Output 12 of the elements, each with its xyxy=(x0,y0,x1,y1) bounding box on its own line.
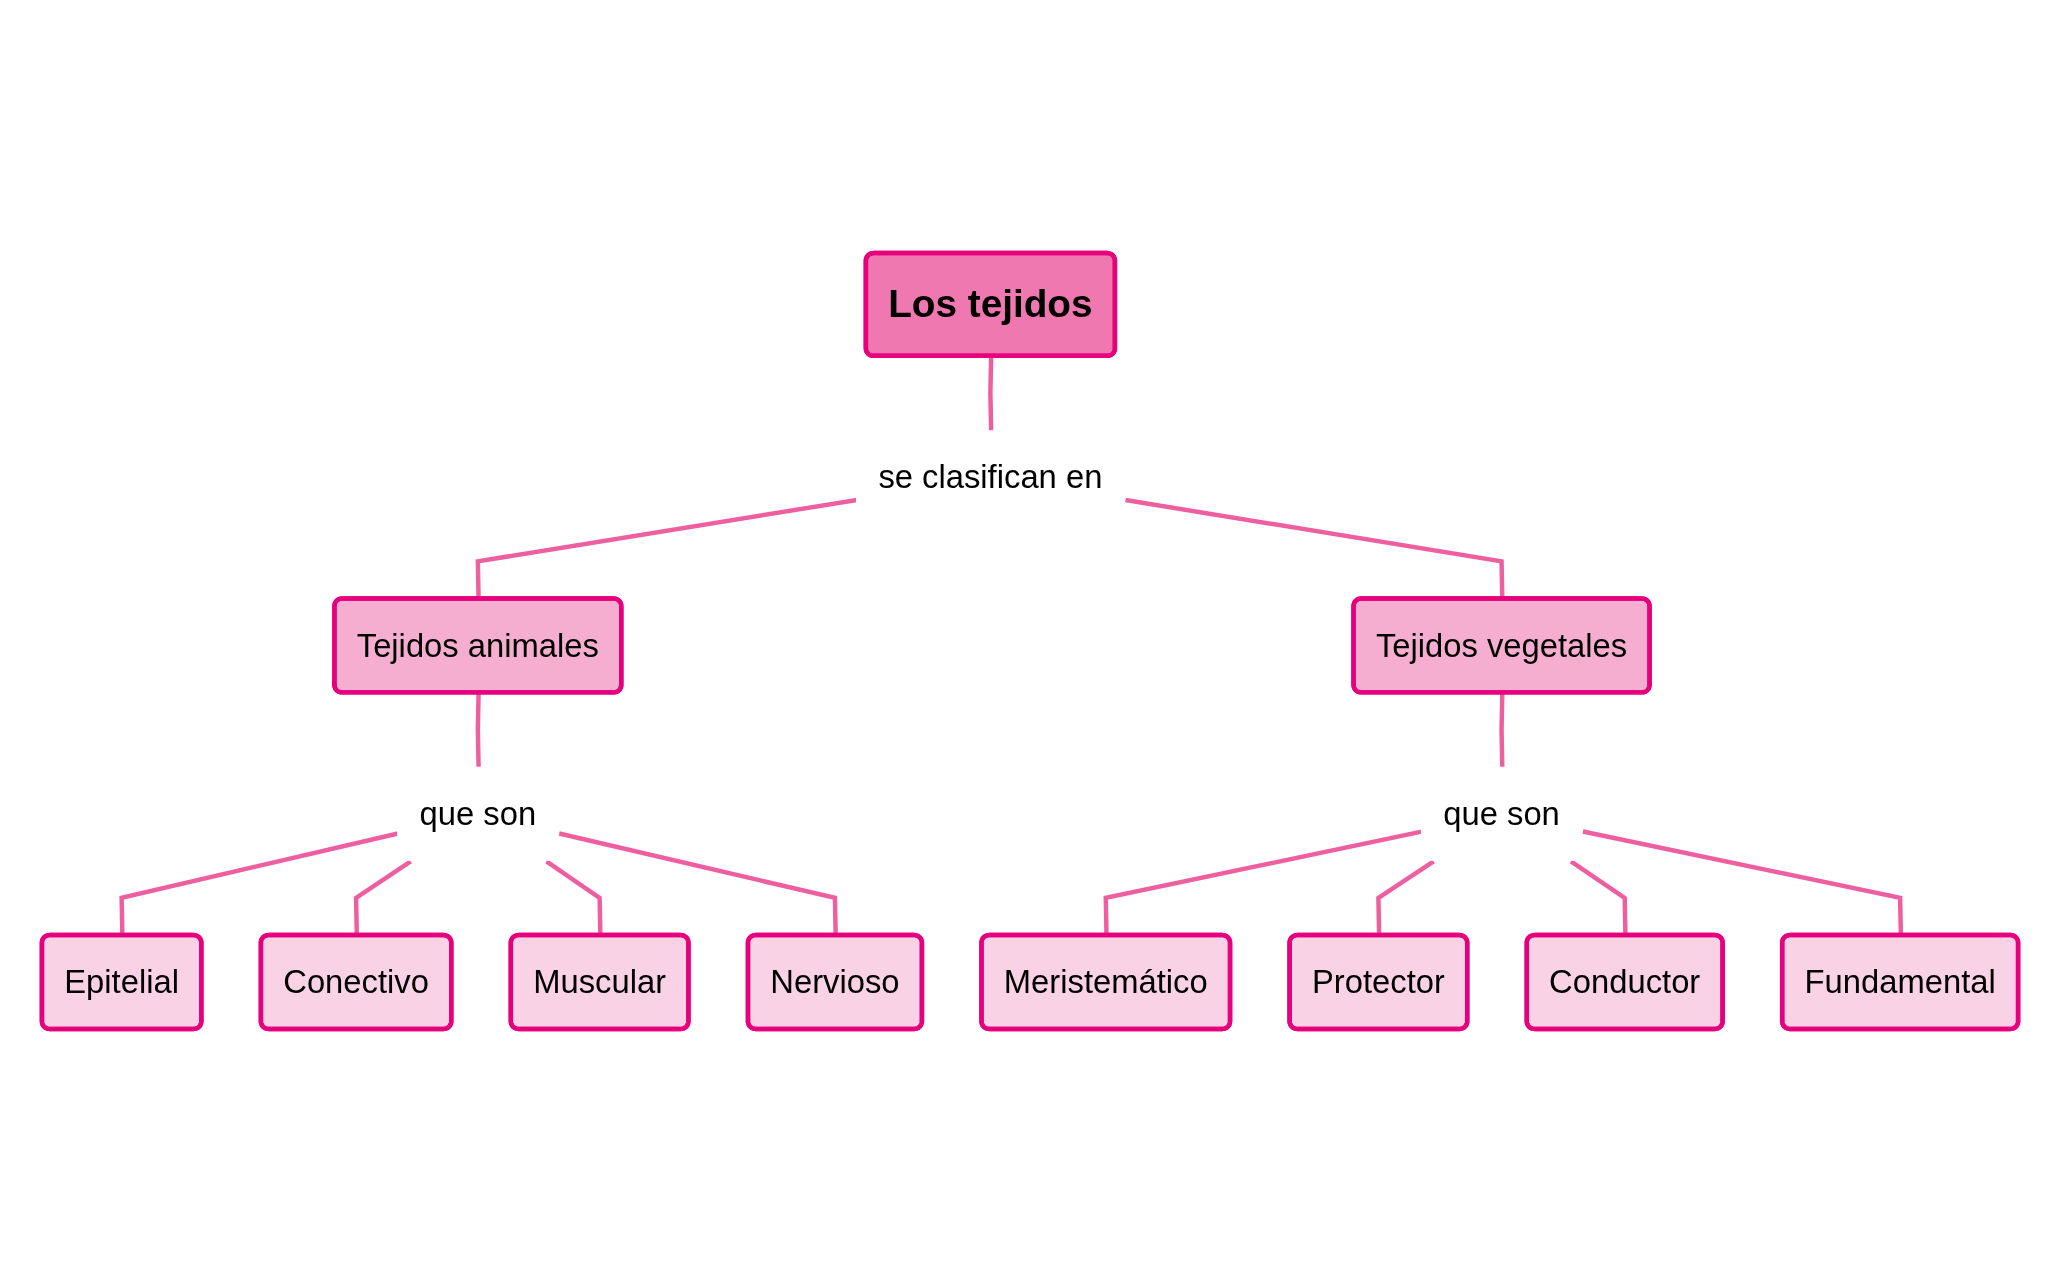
connector xyxy=(987,356,993,431)
connector xyxy=(353,859,412,936)
connector xyxy=(1498,692,1505,768)
connector xyxy=(558,830,838,936)
node-text: que son xyxy=(1442,794,1560,832)
connector xyxy=(544,859,603,936)
node-text: se clasifican en xyxy=(877,458,1102,496)
node-text: que son xyxy=(419,794,536,832)
connector xyxy=(118,830,398,936)
connector xyxy=(475,692,481,768)
connector xyxy=(1375,859,1435,936)
connector xyxy=(1569,859,1628,936)
